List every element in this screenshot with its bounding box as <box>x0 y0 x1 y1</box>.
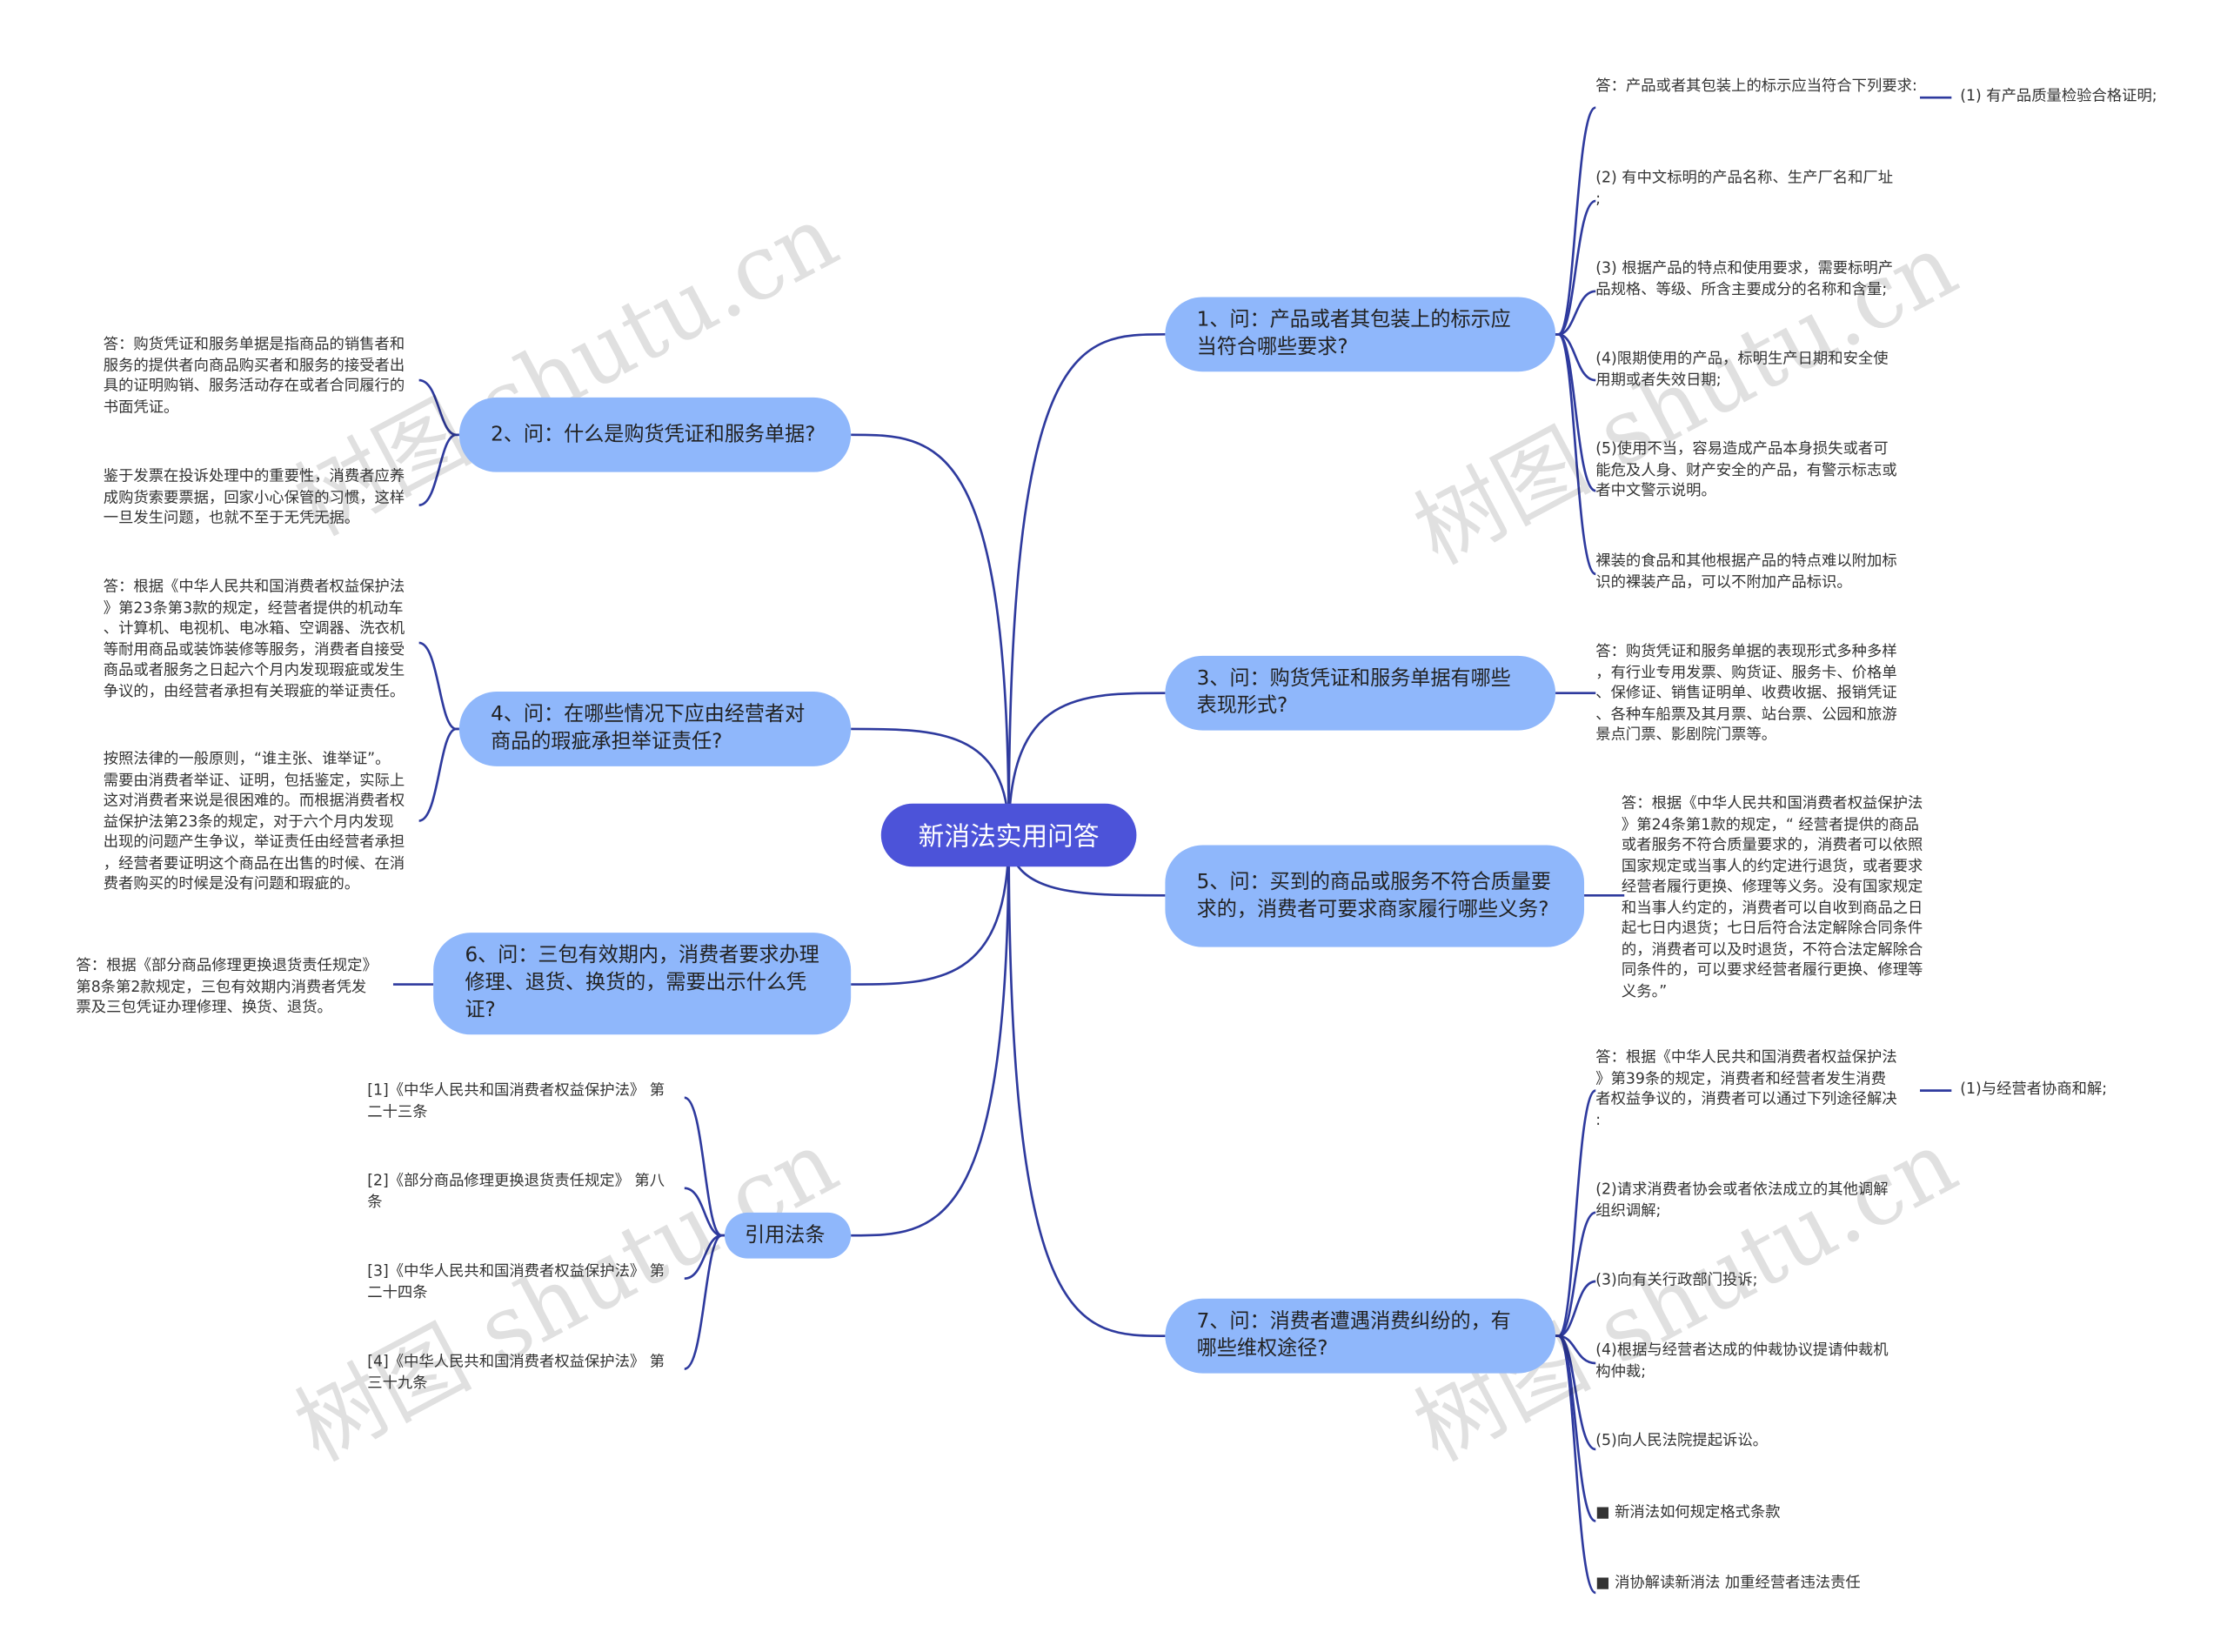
reference-2: [2]《部分商品修理更换退货责任规定》 第八 条 <box>367 1172 665 1211</box>
q7-related-link-1[interactable]: ■ 新消法如何规定格式条款 <box>1595 1503 1781 1522</box>
link-root-q4 <box>851 727 1010 836</box>
branch-q1[interactable]: 1、问：产品或者其包装上的标示应当符合哪些要求? <box>1165 297 1556 372</box>
branch-references[interactable]: 引用法条 <box>724 1212 852 1259</box>
branch-q3[interactable]: 3、问：购货凭证和服务单据有哪些表现形式? <box>1165 655 1556 731</box>
q1-answer-intro: 答：产品或者其包装上的标示应当符合下列要求: <box>1595 77 1917 95</box>
branch-q2[interactable]: 2、问：什么是购货凭证和服务单据? <box>458 397 852 472</box>
q7-related-link-2[interactable]: ■ 消协解读新消法 加重经营者违法责任 <box>1595 1574 1861 1592</box>
link-q7-5 <box>1555 1334 1596 1522</box>
q1-answer-item-2: (2) 有中文标明的产品名称、生产厂名和厂址 ; <box>1595 169 1894 208</box>
q7-answer-item-2: (2)请求消费者协会或者依法成立的其他调解 组织调解; <box>1595 1180 1889 1220</box>
q2-answer: 答：购货凭证和服务单据是指商品的销售者和 服务的提供者向商品购买者和服务的接受者… <box>103 335 405 416</box>
link-q2-1 <box>418 433 459 506</box>
link-q7-2 <box>1555 1280 1596 1338</box>
link-q1-2 <box>1555 290 1596 336</box>
reference-1: [1]《中华人民共和国消费者权益保护法》 第 二十三条 <box>367 1081 665 1120</box>
reference-4: [4]《中华人民共和国消费者权益保护法》 第 三十九条 <box>367 1353 665 1392</box>
q7-answer-item-4: (4)根据与经营者达成的仲裁协议提请仲裁机 构仲裁; <box>1595 1341 1889 1380</box>
q1-answer-note: 裸装的食品和其他根据产品的特点难以附加标 识的裸装产品，可以不附加产品标识。 <box>1595 552 1897 591</box>
link-root-q7 <box>1007 835 1166 1338</box>
link-q1-5 <box>1555 333 1596 576</box>
link-q1-0 <box>1555 106 1596 336</box>
branch-q7[interactable]: 7、问：消费者遭遇消费纠纷的，有哪些维权途径? <box>1165 1298 1556 1374</box>
link-refs-3 <box>684 1234 725 1370</box>
link-root-q1 <box>1007 333 1166 836</box>
q7-answer-item-1: (1)与经营者协商和解; <box>1960 1080 2108 1098</box>
q7-answer-intro: 答：根据《中华人民共和国消费者权益保护法 》第39条的规定，消费者和经营者发生消… <box>1595 1048 1897 1129</box>
q7-answer-item-3: (3)向有关行政部门投诉; <box>1595 1271 1758 1289</box>
q1-answer-item-5: (5)使用不当，容易造成产品本身损失或者可 能危及人身、财产安全的产品，有警示标… <box>1595 440 1897 500</box>
q2-answer-note: 鉴于发票在投诉处理中的重要性，消费者应养 成购货索要票据，回家小心保管的习惯，这… <box>103 467 405 527</box>
link-root-q3 <box>1007 692 1166 836</box>
q1-answer-item-4: (4)限期使用的产品，标明生产日期和安全使 用期或者失效日期; <box>1595 350 1889 389</box>
link-root-refs <box>851 835 1010 1237</box>
root-topic[interactable]: 新消法实用问答 <box>880 803 1137 867</box>
q7-answer-item-5: (5)向人民法院提起诉讼。 <box>1595 1432 1768 1449</box>
branch-q6[interactable]: 6、问：三包有效期内，消费者要求办理修理、退货、换货的，需要出示什么凭证? <box>433 933 852 1035</box>
link-root-q6 <box>851 835 1010 986</box>
link-root-q2 <box>851 433 1010 836</box>
q3-answer: 答：购货凭证和服务单据的表现形式多种多样 ，有行业专用发票、购货证、服务卡、价格… <box>1595 642 1897 744</box>
branch-q5[interactable]: 5、问：买到的商品或服务不符合质量要求的，消费者可要求商家履行哪些义务? <box>1165 845 1585 947</box>
link-q4-1 <box>418 727 459 822</box>
link-q7-6 <box>1555 1334 1596 1595</box>
link-q4-0 <box>418 641 459 731</box>
link-refs-1 <box>684 1187 725 1237</box>
q4-answer-note: 按照法律的一般原则，“谁主张、谁举证”。 需要由消费者举证、证明，包括鉴定，实际… <box>103 750 405 893</box>
q1-answer-item-3: (3) 根据产品的特点和使用要求，需要标明产 品规格、等级、所含主要成分的名称和… <box>1595 259 1894 298</box>
branch-q4[interactable]: 4、问：在哪些情况下应由经营者对商品的瑕疵承担举证责任? <box>458 692 852 766</box>
q5-answer: 答：根据《中华人民共和国消费者权益保护法 》第24条第1款的规定，“ 经营者提供… <box>1621 794 1923 1000</box>
link-q7-0 <box>1555 1089 1596 1338</box>
link-refs-2 <box>684 1234 725 1281</box>
q1-answer-item-1: (1) 有产品质量检验合格证明; <box>1960 87 2157 105</box>
reference-3: [3]《中华人民共和国消费者权益保护法》 第 二十四条 <box>367 1262 665 1301</box>
q4-answer: 答：根据《中华人民共和国消费者权益保护法 》第23条第3款的规定，经营者提供的机… <box>103 578 405 700</box>
link-q1-3 <box>1555 333 1596 382</box>
q6-answer: 答：根据《部分商品修理更换退货责任规定》 第8条第2款规定，三包有效期内消费者凭… <box>76 957 378 1016</box>
